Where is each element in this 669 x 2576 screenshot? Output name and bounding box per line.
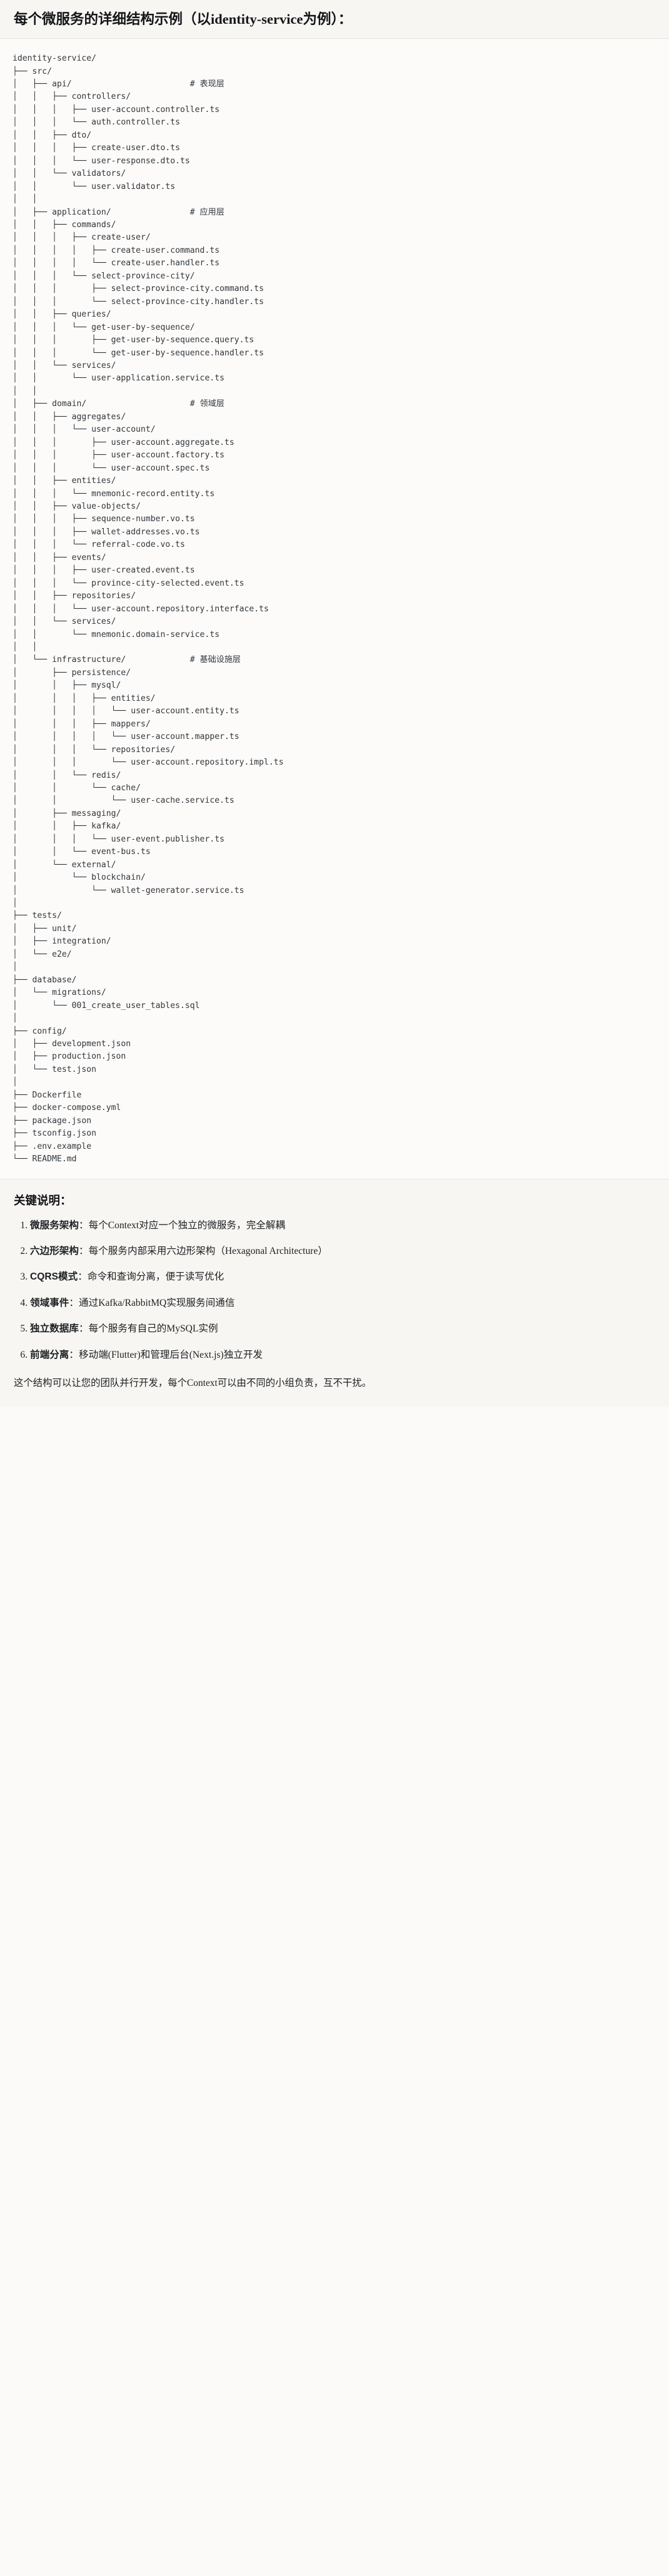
- key-desc: 每个Context对应一个独立的微服务，完全解耦: [88, 1219, 286, 1231]
- page-title: 每个微服务的详细结构示例（以identity-service为例）：: [14, 11, 655, 28]
- list-item: 领域事件：通过Kafka/RabbitMQ实现服务间通信: [30, 1296, 655, 1310]
- directory-tree: identity-service/ ├── src/ │ ├── api/ # …: [13, 54, 284, 1164]
- key-sep: ：: [69, 1349, 79, 1360]
- page-header: 每个微服务的详细结构示例（以identity-service为例）：: [0, 0, 669, 39]
- page-title-suffix: （以identity-service为例）：: [183, 11, 353, 27]
- key-term: 六边形架构: [30, 1245, 79, 1256]
- key-points-section: 关键说明： 微服务架构：每个Context对应一个独立的微服务，完全解耦 六边形…: [0, 1178, 669, 1407]
- key-desc: 通过Kafka/RabbitMQ实现服务间通信: [79, 1297, 235, 1308]
- key-desc: 每个服务有自己的MySQL实例: [88, 1323, 218, 1335]
- key-term: CQRS模式: [30, 1271, 78, 1283]
- directory-tree-block: identity-service/ ├── src/ │ ├── api/ # …: [0, 39, 669, 1179]
- list-item: 独立数据库：每个服务有自己的MySQL实例: [30, 1321, 655, 1336]
- key-sep: ：: [78, 1323, 89, 1335]
- key-points-heading: 关键说明：: [14, 1193, 72, 1207]
- key-term: 领域事件: [30, 1297, 69, 1308]
- page-title-main: 每个微服务的详细结构示例: [14, 11, 183, 27]
- key-points-list: 微服务架构：每个Context对应一个独立的微服务，完全解耦 六边形架构：每个服…: [14, 1218, 655, 1362]
- key-sep: ：: [78, 1245, 89, 1256]
- list-item: 前端分离：移动端(Flutter)和管理后台(Next.js)独立开发: [30, 1348, 655, 1362]
- list-item: 微服务架构：每个Context对应一个独立的微服务，完全解耦: [30, 1218, 655, 1233]
- key-sep: ：: [78, 1219, 89, 1231]
- key-desc: 移动端(Flutter)和管理后台(Next.js)独立开发: [79, 1349, 263, 1360]
- closing-paragraph: 这个结构可以让您的团队并行开发，每个Context可以由不同的小组负责，互不干扰…: [14, 1377, 372, 1388]
- key-term: 独立数据库: [30, 1323, 79, 1335]
- key-term: 前端分离: [30, 1349, 69, 1360]
- key-term: 微服务架构: [30, 1219, 79, 1231]
- key-desc: 命令和查询分离，便于读写优化: [87, 1271, 224, 1283]
- key-sep: ：: [69, 1297, 79, 1308]
- list-item: 六边形架构：每个服务内部采用六边形架构（Hexagonal Architectu…: [30, 1244, 655, 1258]
- list-item: CQRS模式：命令和查询分离，便于读写优化: [30, 1270, 655, 1284]
- document-page: 每个微服务的详细结构示例（以identity-service为例）： ident…: [0, 0, 669, 1407]
- key-desc: 每个服务内部采用六边形架构（Hexagonal Architecture）: [88, 1245, 328, 1256]
- key-sep: ：: [78, 1271, 88, 1283]
